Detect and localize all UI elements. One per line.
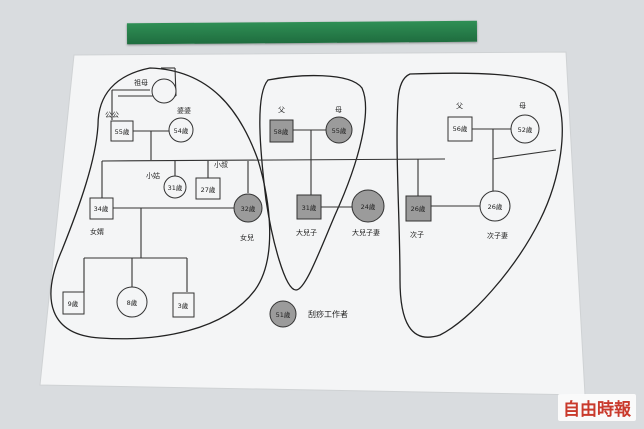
daughter-circle — [233, 193, 263, 223]
legend-circle — [269, 300, 297, 328]
wife-mother-circle — [510, 114, 540, 144]
wife-father-age: 56歲 — [453, 124, 468, 133]
paper-sheet — [39, 51, 586, 396]
eldest-son-square — [296, 194, 322, 220]
mother-circle — [325, 116, 353, 144]
wife-father-label: 父 — [456, 102, 463, 110]
eldest-son-wife-label: 大兒子妻 — [352, 228, 380, 237]
daughter-label: 女兒 — [240, 233, 254, 242]
husbands-brother-square — [195, 177, 221, 200]
grandchild-1-age: 9歲 — [68, 299, 79, 308]
husbands-brother-age: 27歲 — [201, 185, 216, 194]
second-son-wife-age: 26歲 — [488, 202, 503, 211]
husbands-father-label: 公公 — [105, 111, 119, 119]
husbands-brother-label: 小叔 — [214, 160, 228, 169]
daughter-age: 32歲 — [241, 204, 256, 213]
grandchild-2-circle — [116, 286, 148, 318]
eldest-son-wife-circle — [351, 189, 385, 223]
father-label: 父 — [278, 106, 285, 114]
eldest-son-age: 31歲 — [302, 203, 317, 212]
son-in-law-label: 女婿 — [90, 227, 104, 236]
husbands-mother-circle — [168, 117, 194, 143]
legend-label: 刮痧工作者 — [308, 309, 348, 319]
husbands-mother-age: 54歲 — [174, 126, 189, 135]
grandchild-3-square — [172, 292, 195, 318]
grandchild-3-age: 3歲 — [178, 301, 189, 310]
watermark-logo: 自由時報 — [558, 394, 636, 421]
wife-mother-age: 52歲 — [518, 125, 533, 134]
grandmother-circle — [151, 78, 177, 104]
grandchild-1-square — [62, 291, 85, 315]
second-son-label: 次子 — [410, 230, 424, 239]
husbands-sister-circle — [163, 175, 187, 199]
husbands-sister-label: 小姑 — [146, 171, 160, 180]
son-in-law-age: 34歲 — [94, 204, 109, 213]
husbands-sister-age: 31歲 — [168, 183, 183, 192]
second-son-wife-circle — [479, 190, 511, 222]
wife-father-square — [447, 116, 473, 142]
grandmother-label: 祖母 — [134, 78, 148, 87]
eldest-son-label: 大兒子 — [296, 228, 317, 237]
second-son-age: 26歲 — [411, 204, 426, 213]
eldest-son-wife-age: 24歲 — [361, 202, 376, 211]
wife-mother-label: 母 — [519, 102, 526, 110]
mother-age: 55歲 — [332, 126, 347, 135]
mother-label: 母 — [335, 106, 342, 114]
eldest-son-household-boundary — [259, 74, 367, 291]
husbands-mother-label: 婆婆 — [177, 106, 191, 115]
second-son-wife-label: 次子妻 — [487, 231, 508, 240]
grandchild-2-age: 8歲 — [127, 298, 138, 307]
husbands-father-square — [110, 120, 134, 142]
son-in-law-square — [89, 197, 114, 220]
father-age: 58歲 — [274, 127, 289, 136]
second-son-household-boundary — [396, 72, 563, 338]
father-square — [269, 119, 294, 143]
husbands-father-age: 55歲 — [115, 127, 130, 136]
legend-age: 51歲 — [276, 310, 291, 319]
second-son-square — [405, 195, 432, 222]
